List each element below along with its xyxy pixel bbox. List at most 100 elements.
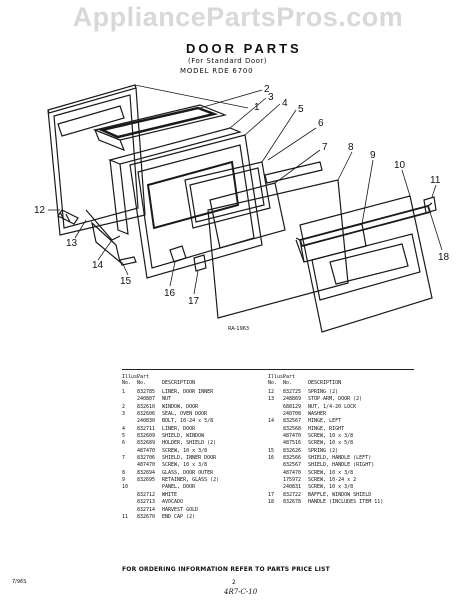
description-cell: END CAP (2) <box>162 513 196 520</box>
illus-no-cell: 11 <box>122 513 129 520</box>
illus-no-cell <box>122 396 137 403</box>
callout-1: 1 <box>254 102 260 113</box>
description-cell: BOLT, 10-24 x 5/8 <box>162 418 214 425</box>
illus-no-cell <box>268 462 283 469</box>
description-cell: HANDLE (INCLUDES ITEM 11) <box>308 499 384 506</box>
description-cell: SPRING (2) <box>308 389 339 395</box>
callout-12: 12 <box>34 205 46 216</box>
door-handle-part <box>295 202 433 248</box>
spring-small-part <box>119 256 137 266</box>
description-cell: HOLDER, SHIELD (2) <box>162 440 217 447</box>
description-cell: GLASS, DOOR OUTER <box>162 469 214 476</box>
callout-5: 5 <box>298 104 304 115</box>
part-no-cell: 832712 <box>137 491 156 498</box>
callout-13: 13 <box>66 238 78 249</box>
callout-4: 4 <box>282 98 288 109</box>
part-no-cell <box>137 484 162 491</box>
callout-10: 10 <box>394 160 406 171</box>
callout-8: 8 <box>348 142 354 153</box>
description-cell: SHIELD, HANDLE (LEFT) <box>308 455 372 462</box>
part-no-cell: 688129 <box>283 403 302 410</box>
window-shield-part <box>184 161 271 229</box>
subtitle: (For Standard Door) <box>188 57 268 65</box>
part-no-cell: 832568 <box>283 425 302 432</box>
description-cell: LINER, DOOR <box>162 425 196 432</box>
ordering-note: FOR ORDERING INFORMATION REFER TO PARTS … <box>122 566 330 573</box>
part-no-cell: 832695 <box>137 477 156 484</box>
part-no-cell: 832689 <box>137 440 156 447</box>
illus-no-cell: 2 <box>122 403 126 410</box>
illus-no-cell: 17 <box>268 491 275 498</box>
part-no-cell: 240708 <box>283 411 302 418</box>
illus-no-cell: 4 <box>122 425 126 432</box>
part-no-cell: 832610 <box>137 403 156 410</box>
illus-no-cell: 10 <box>122 484 129 491</box>
illus-no-cell: 1 <box>122 389 126 395</box>
description-cell: WASHER <box>308 411 327 418</box>
illus-no-cell <box>122 492 137 499</box>
illus-no-cell: 13 <box>268 396 275 403</box>
parts-table-row: 240830 BOLT, 10-24 x 5/8 <box>122 418 262 425</box>
handle-shield-part <box>169 245 187 263</box>
illus-no-cell <box>122 507 137 514</box>
callout-9: 9 <box>370 150 376 161</box>
inner-door-shield-part <box>209 182 286 249</box>
callout-11: 11 <box>430 175 441 186</box>
description-cell: BAFFLE, WINDOW SHIELD <box>308 491 372 498</box>
exploded-door-diagram: 1 2 3 4 5 6 7 8 9 10 11 12 13 14 15 16 1… <box>34 84 450 333</box>
oven-door-seal-part <box>108 127 242 235</box>
callout-2: 2 <box>264 84 270 95</box>
door-panel-part <box>299 195 433 333</box>
callout-17: 17 <box>188 296 200 307</box>
description-cell: SHIELD, WINDOW <box>162 433 205 440</box>
illus-no-cell: 8 <box>122 469 126 476</box>
part-no-cell: 832711 <box>137 425 156 432</box>
door-inner-liner-part <box>47 84 146 236</box>
outer-glass-part <box>207 161 349 319</box>
illus-no-cell <box>122 418 137 425</box>
illus-no-cell: 12 <box>268 389 275 395</box>
part-no-cell: 248869 <box>283 396 302 403</box>
part-no-cell: 487470 <box>137 462 156 469</box>
description-cell: SPRING (2) <box>308 447 339 454</box>
description-cell: SCREW, 10 x 3/8 <box>308 433 354 440</box>
header-description: DESCRIPTION <box>308 380 342 386</box>
callout-16: 16 <box>164 288 176 299</box>
description-cell: RETAINER, GLASS (2) <box>162 477 220 484</box>
part-no-cell: 240830 <box>137 418 156 425</box>
part-no-cell: 832785 <box>137 389 156 395</box>
header-illus-no: Illus. No. <box>122 374 141 386</box>
part-no-cell: 832566 <box>283 455 302 462</box>
part-no-cell: 832567 <box>283 462 302 469</box>
table-header: Illus. No. Part No. DESCRIPTION <box>122 374 262 389</box>
callout-15: 15 <box>120 276 132 287</box>
callout-6: 6 <box>318 118 324 129</box>
description-cell: HARVEST GOLD <box>162 506 199 513</box>
description-cell: SCREW, 10 x 3/8 <box>162 462 208 469</box>
page-code: 7/96S <box>12 579 27 585</box>
part-no-cell: 240807 <box>137 396 156 403</box>
callout-7: 7 <box>322 142 328 153</box>
end-cap-part <box>423 196 437 214</box>
part-no-cell: 487470 <box>283 469 302 476</box>
parts-table-row: 240708 WASHER <box>268 411 408 418</box>
illus-no-cell: 7 <box>122 455 126 462</box>
